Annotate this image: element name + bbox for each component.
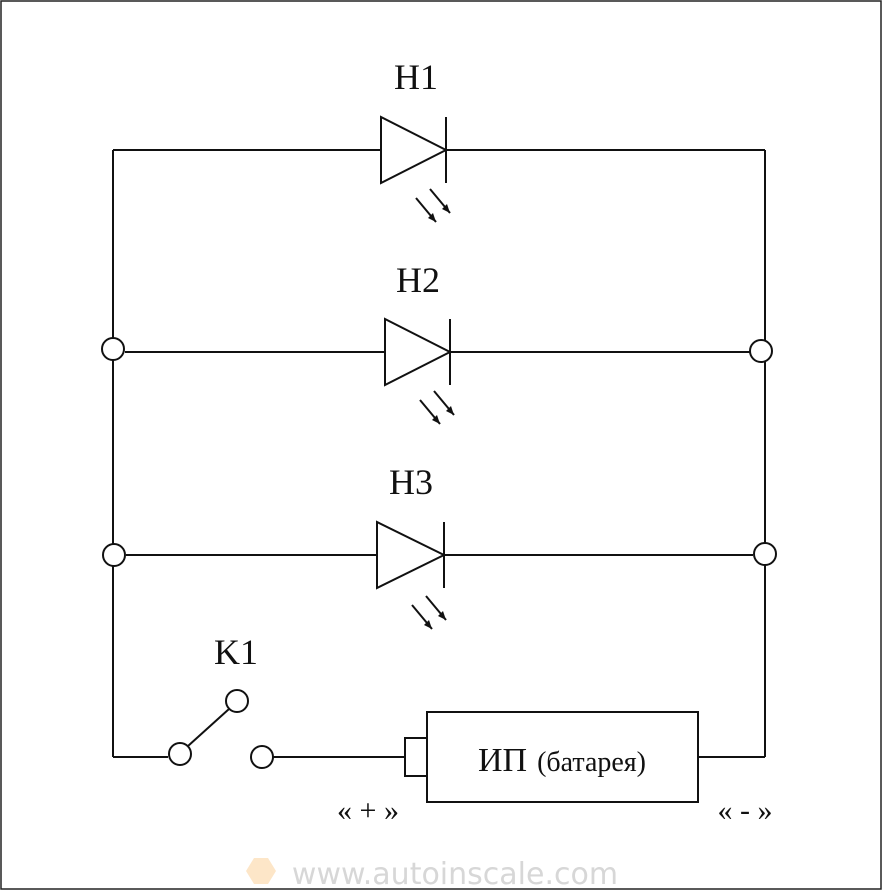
power-supply-battery: ИП (батарея) [404,711,699,803]
led-h3: H3 [102,462,777,630]
battery-label: ИП (батарея) [478,742,646,779]
led-h1-anode-triangle [380,115,449,185]
node-left-2 [101,337,125,361]
battery-label-sub: (батарея) [537,747,646,778]
switch-k1-contact-pivot [225,689,249,713]
switch-k1-label: K1 [214,632,258,672]
led-h1-label: H1 [394,57,438,97]
switch-k1-contact-left [168,742,192,766]
node-right-2 [749,339,773,363]
switch-k1-lever [187,708,230,747]
led-h1-light-arrows-icon [415,188,451,223]
terminal-minus-label: « - » [718,794,773,827]
switch-k1-contact-right [250,745,274,769]
switch-k1: K1 [113,632,274,769]
led-h1: H1 [113,57,765,223]
led-h2-label: H2 [396,260,440,300]
led-h3-label: H3 [389,462,433,502]
terminal-plus-label: « + » [337,794,399,827]
led-h2-anode-triangle [384,317,453,387]
watermark: www.autoinscale.com [246,857,618,890]
led-h3-anode-triangle [376,520,447,590]
battery-positive-terminal [404,737,428,777]
node-left-3 [102,543,126,567]
battery-label-main: ИП [478,742,527,779]
node-right-3 [753,542,777,566]
led-h3-light-arrows-icon [411,595,447,630]
battery-body [426,711,699,803]
watermark-logo-icon [246,858,276,884]
led-h2: H2 [101,260,773,425]
led-h2-light-arrows-icon [419,390,455,425]
watermark-text: www.autoinscale.com [292,857,618,890]
